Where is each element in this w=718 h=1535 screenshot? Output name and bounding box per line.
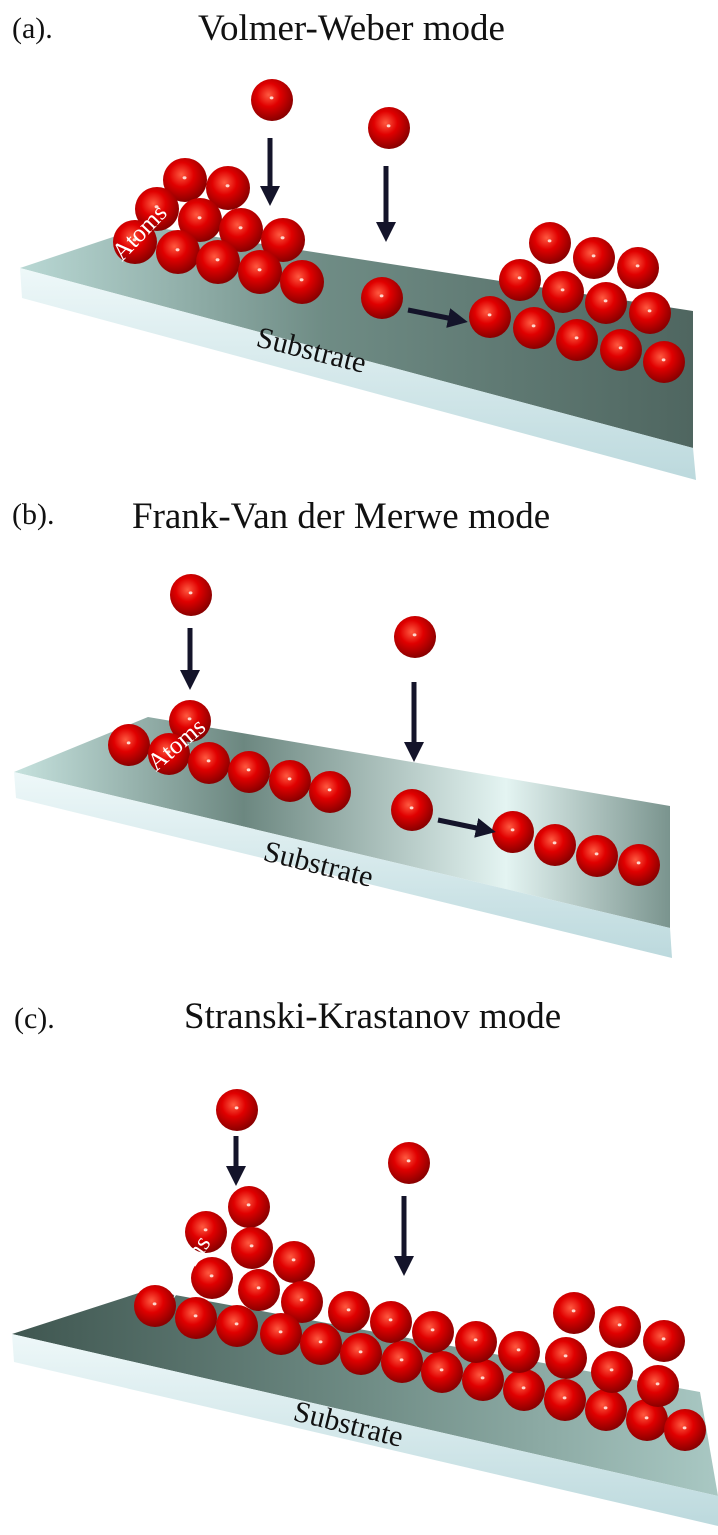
atom [175,1297,217,1339]
atom [219,208,263,252]
atom [328,1291,370,1333]
atom [643,341,685,383]
atom [169,700,211,742]
panel-c-letter: (c). [14,1002,55,1035]
atom [591,1351,633,1393]
atom [585,282,627,324]
panel-a: (a). Volmer-Weber mode Substrate Atoms [12,8,696,480]
panel-b-title: Frank-Van der Merwe mode [132,496,550,537]
atom [340,1333,382,1375]
atom [599,1306,641,1348]
atom [503,1369,545,1411]
substrate-top-surface [20,226,693,448]
atom [188,742,230,784]
panel-a-title: Volmer-Weber mode [198,8,505,49]
atom [113,220,157,264]
atom [300,1323,342,1365]
atom [499,259,541,301]
atom [626,1399,668,1441]
atom [216,1089,258,1131]
diffusion-arrow [437,817,496,838]
substrate-front-edge [12,1334,718,1526]
substrate-front-edge [20,268,696,480]
atom [618,844,660,886]
atom [629,292,671,334]
atom [576,835,618,877]
panel-b-atoms [108,574,660,886]
atom [238,250,282,294]
atom [170,574,212,616]
atom [542,271,584,313]
atom [513,307,555,349]
atom [309,771,351,813]
atom [412,1311,454,1353]
atom [394,616,436,658]
atom [163,158,207,202]
atom [643,1320,685,1362]
atom [573,237,615,279]
atom [281,1281,323,1323]
panel-a-substrate: Substrate [20,226,696,480]
substrate-top-surface [12,1290,718,1496]
panel-c-atoms [134,1089,706,1451]
panel-b: (b). Frank-Van der Merwe mode Substrate … [12,496,672,958]
substrate-front-edge [14,772,672,958]
atom [368,107,410,149]
atom [178,198,222,242]
atom [216,1305,258,1347]
atom [251,79,293,121]
atom [269,760,311,802]
atom [196,240,240,284]
atom [391,789,433,831]
atom [553,1292,595,1334]
atom [273,1241,315,1283]
atom [529,222,571,264]
atom [238,1269,280,1311]
atom [361,277,403,319]
atom [556,319,598,361]
atom [469,296,511,338]
panel-b-letter: (b). [12,498,54,531]
atom [108,724,150,766]
atom [534,824,576,866]
atom [231,1227,273,1269]
atom [600,329,642,371]
atom [134,1285,176,1327]
atom [228,1186,270,1228]
panel-c: (c). Stranski-Krastanov mode Substrate A… [12,996,718,1526]
atom [462,1359,504,1401]
atom [455,1321,497,1363]
atom [585,1389,627,1431]
atom [185,1211,227,1253]
atom [260,1313,302,1355]
atom [156,230,200,274]
panel-a-atoms [113,79,685,383]
diffusion-arrow [407,307,468,328]
panel-c-title: Stranski-Krastanov mode [184,996,561,1037]
atom [206,166,250,210]
atom [421,1351,463,1393]
atom [388,1142,430,1184]
atom [381,1341,423,1383]
atom [135,187,179,231]
atom [617,247,659,289]
atom [637,1365,679,1407]
atom [261,218,305,262]
atom [498,1331,540,1373]
atom [228,751,270,793]
panel-a-letter: (a). [12,12,53,45]
atom [191,1257,233,1299]
atom [492,811,534,853]
atom [148,733,190,775]
atom [544,1379,586,1421]
atom [370,1301,412,1343]
atom [664,1409,706,1451]
atom [545,1337,587,1379]
atom [280,260,324,304]
